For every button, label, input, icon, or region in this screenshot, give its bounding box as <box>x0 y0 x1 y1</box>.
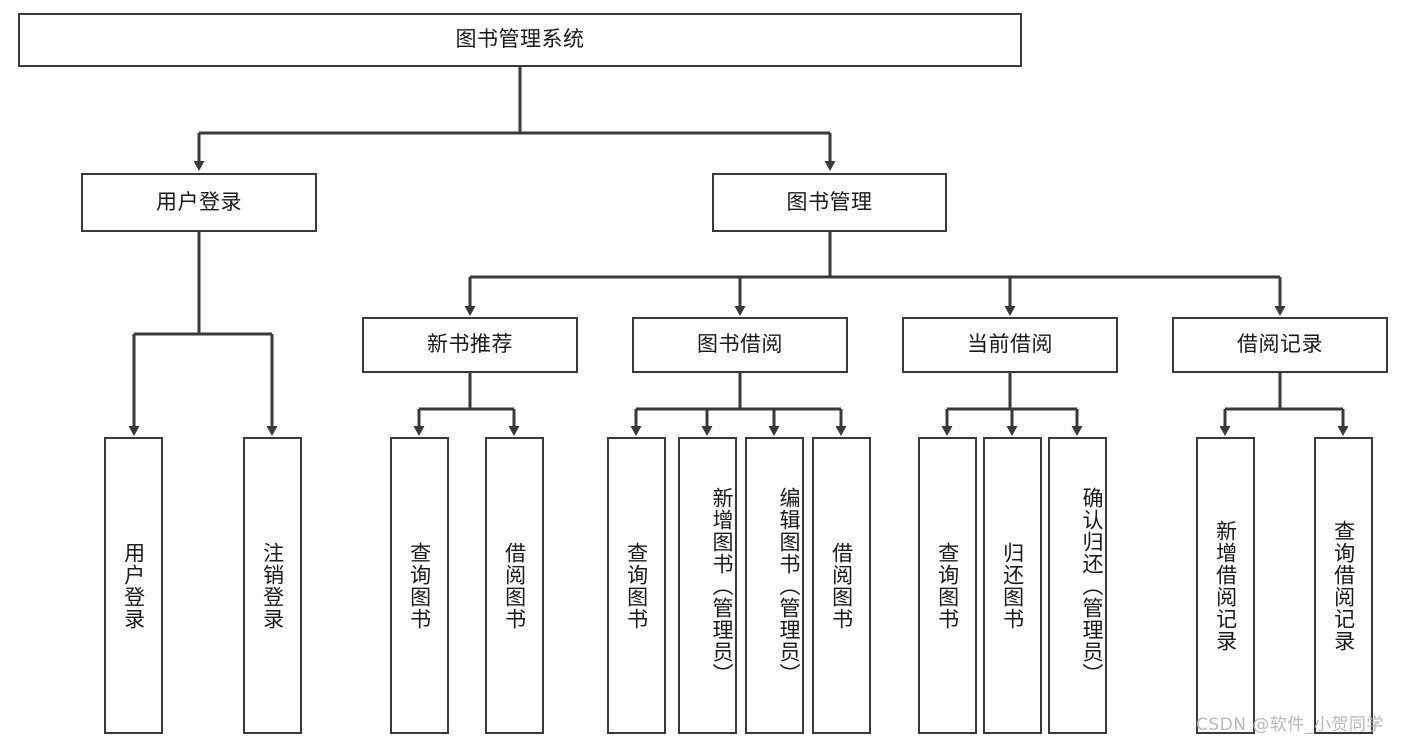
leaf-query-book-current[interactable]: 查询图书 <box>918 437 977 734</box>
leaf-query-borrow-record[interactable]: 查询借阅记录 <box>1314 437 1373 734</box>
leaf-add-borrow-record[interactable]: 新增借阅记录 <box>1196 437 1255 734</box>
leaf-label: 查询图书 <box>407 541 432 630</box>
leaf-label: 编辑图书（管理员） <box>777 486 801 685</box>
leaf-user-logout[interactable]: 注销登录 <box>243 437 302 734</box>
leaf-return-book[interactable]: 归还图书 <box>983 437 1042 734</box>
leaf-label: 注销登录 <box>260 541 285 630</box>
node-user-login[interactable]: 用户登录 <box>81 173 317 232</box>
watermark-text: CSDN @软件_小贺同学 <box>1196 715 1384 735</box>
leaf-label: 归还图书 <box>1000 541 1025 630</box>
leaf-query-book-recommend[interactable]: 查询图书 <box>390 437 449 734</box>
leaf-confirm-return-admin[interactable]: 确认归还（管理员） <box>1048 437 1107 734</box>
leaf-edit-book-admin[interactable]: 编辑图书（管理员） <box>745 437 804 734</box>
node-current-borrow[interactable]: 当前借阅 <box>902 317 1118 373</box>
leaf-add-book-admin[interactable]: 新增图书（管理员） <box>678 437 737 734</box>
leaf-user-login[interactable]: 用户登录 <box>104 437 163 734</box>
leaf-label: 借阅图书 <box>829 541 854 630</box>
leaf-label: 查询借阅记录 <box>1331 519 1356 652</box>
node-book-management[interactable]: 图书管理 <box>712 173 947 232</box>
node-root[interactable]: 图书管理系统 <box>18 13 1022 67</box>
leaf-label: 借阅图书 <box>502 541 527 630</box>
leaf-borrow-book[interactable]: 借阅图书 <box>812 437 871 734</box>
leaf-label: 确认归还（管理员） <box>1080 486 1104 685</box>
leaf-label: 查询图书 <box>935 541 960 630</box>
node-book-borrow[interactable]: 图书借阅 <box>632 317 848 373</box>
leaf-label: 新增借阅记录 <box>1213 519 1238 652</box>
leaf-label: 用户登录 <box>121 541 146 630</box>
node-borrow-record[interactable]: 借阅记录 <box>1172 317 1388 373</box>
leaf-query-book-borrow[interactable]: 查询图书 <box>607 437 666 734</box>
node-new-book-recommend[interactable]: 新书推荐 <box>362 317 578 373</box>
leaf-label: 查询图书 <box>624 541 649 630</box>
leaf-borrow-book-recommend[interactable]: 借阅图书 <box>485 437 544 734</box>
leaf-label: 新增图书（管理员） <box>710 486 734 685</box>
